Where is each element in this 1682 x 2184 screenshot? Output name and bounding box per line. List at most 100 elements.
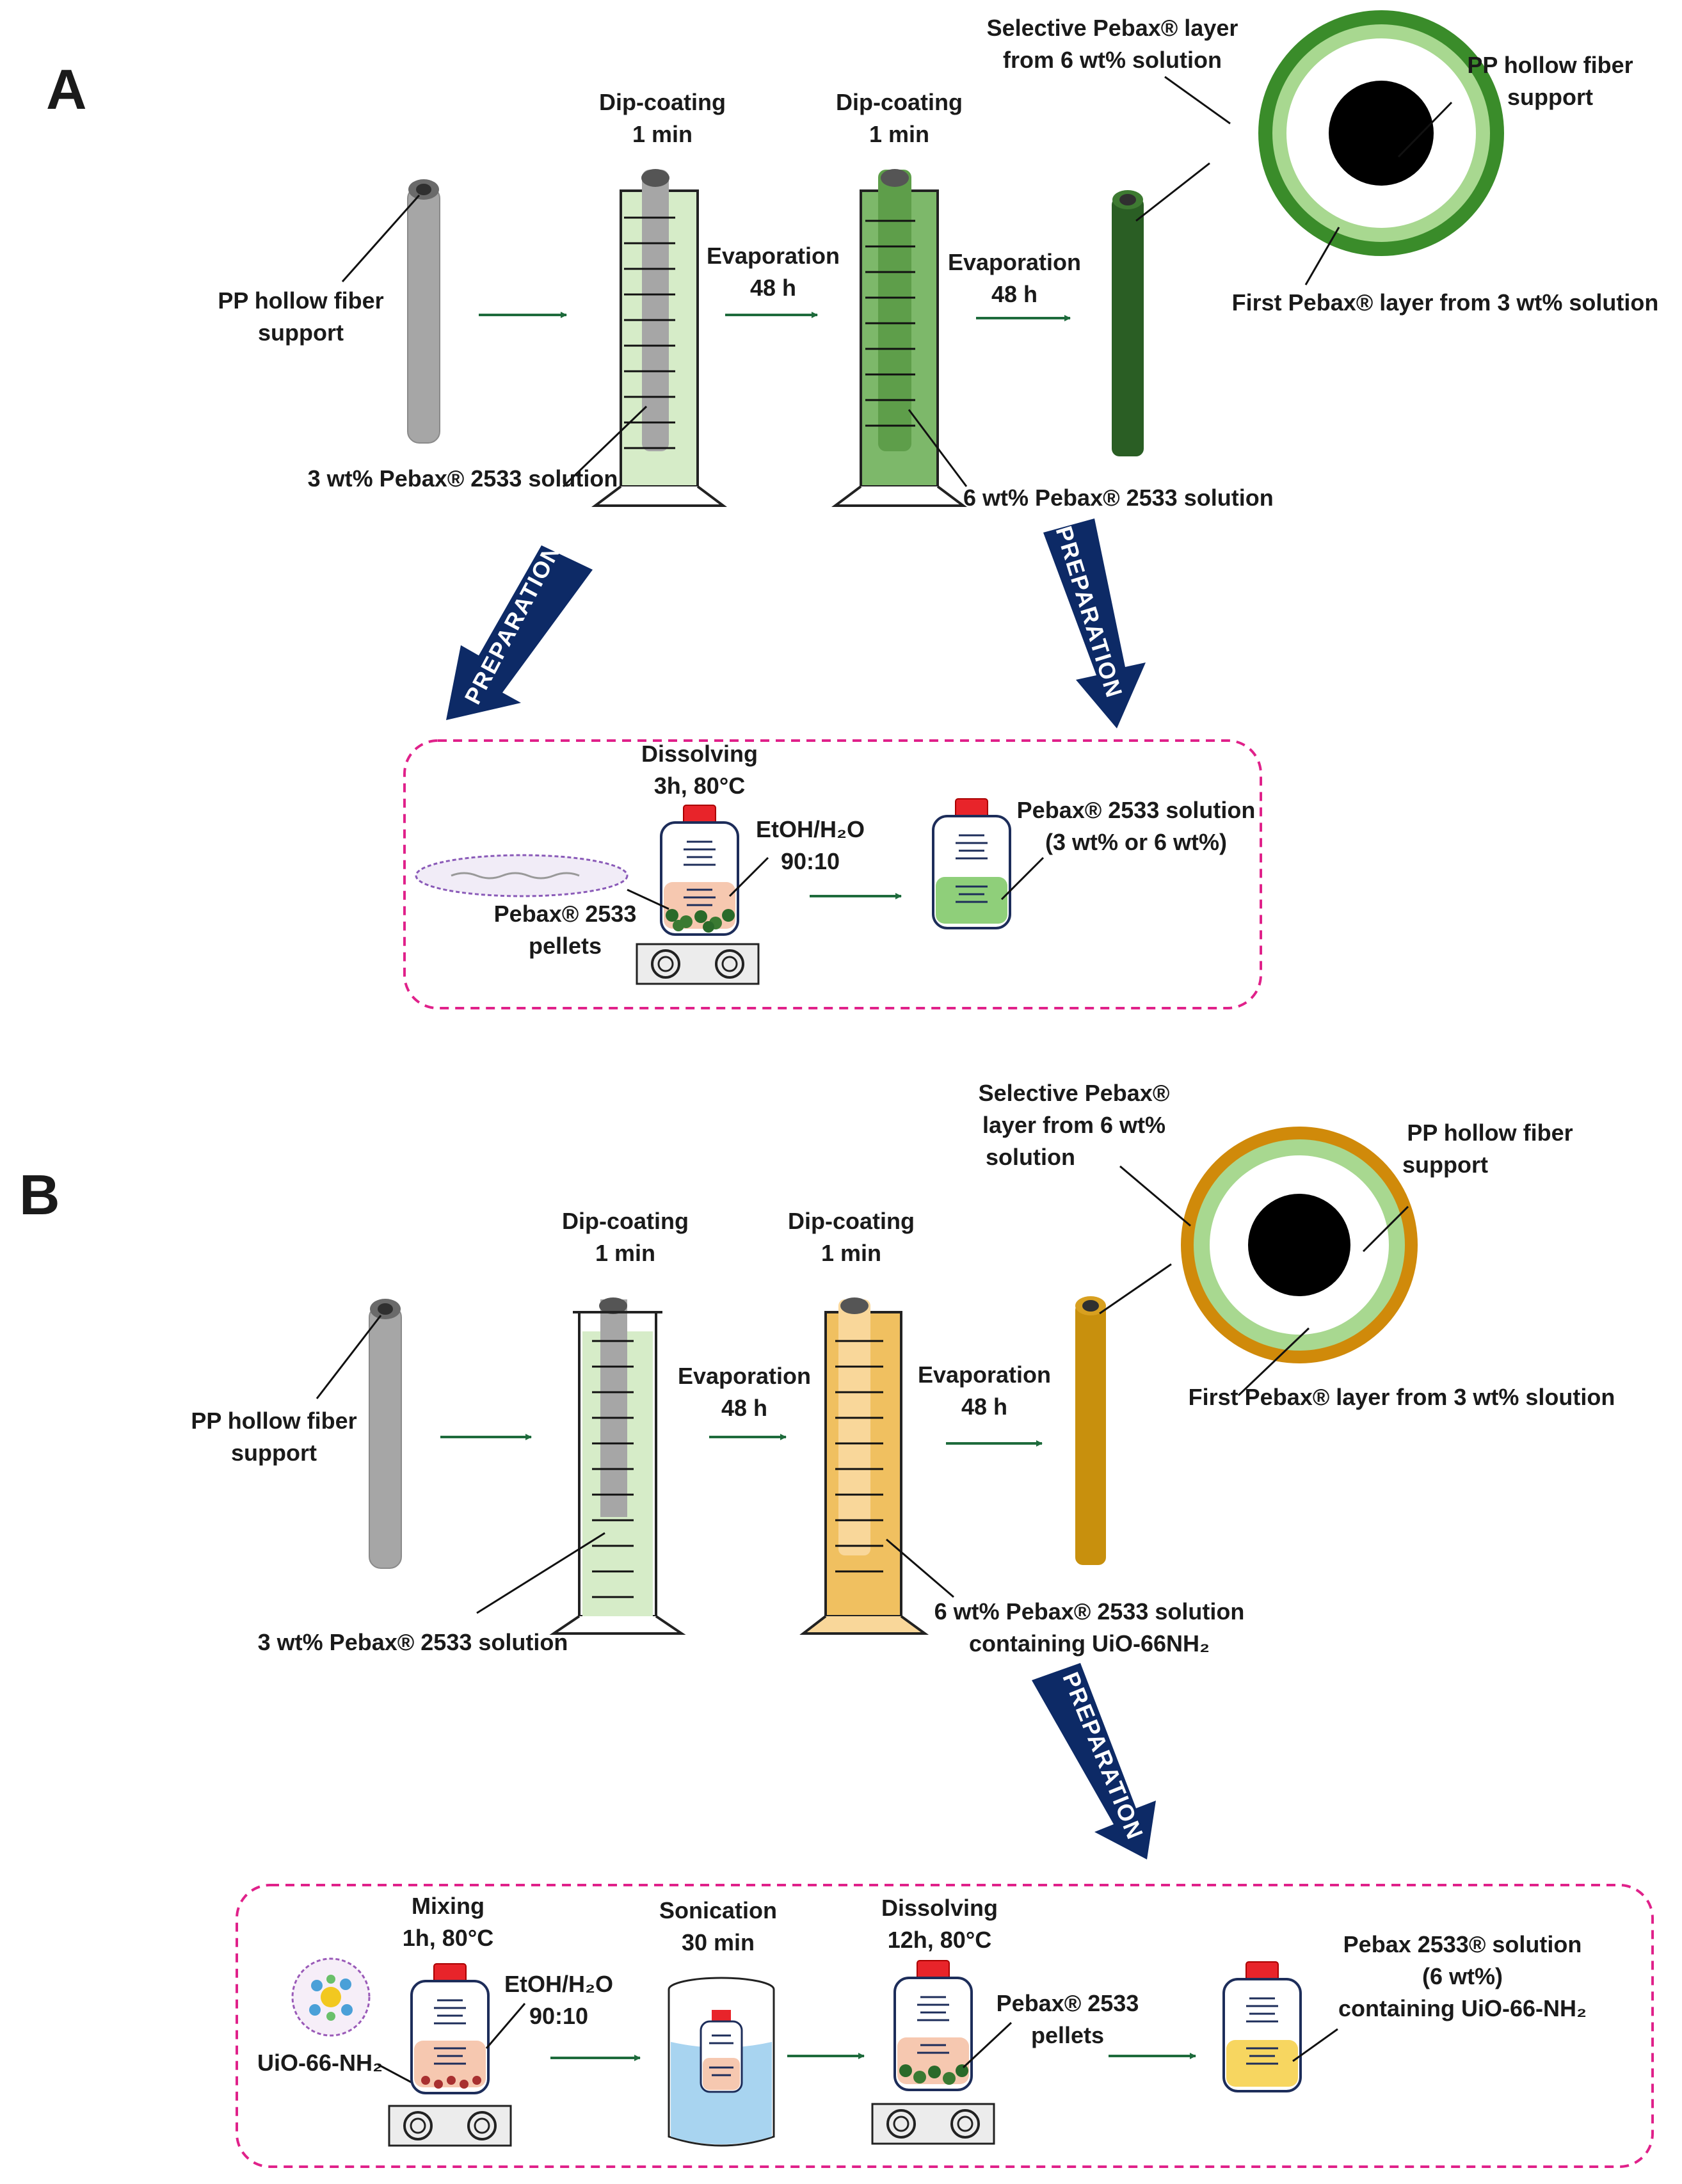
mixing-line2: 1h, 80°C: [403, 1925, 493, 1951]
selective-layer-leader: [1119, 1165, 1191, 1227]
graduated-cylinder-3wt: [591, 169, 727, 507]
solvent-line2: 90:10: [529, 2003, 588, 2029]
cross-support-leader: [1397, 101, 1453, 158]
solvent-line2: 90:10: [781, 848, 840, 874]
mixing-line1: Mixing: [412, 1893, 485, 1919]
panel-a-letter: A: [46, 58, 87, 121]
selective-layer-line2: from 6 wt% solution: [1003, 47, 1222, 73]
pellets-label-line1: Pebax® 2533: [494, 901, 637, 927]
dissolving-bottle: [893, 1959, 973, 2091]
support-label-line2: support: [231, 1440, 317, 1466]
solution2-line1: 6 wt% Pebax® 2533 solution: [934, 1598, 1245, 1625]
selective-layer-line3: solution: [986, 1144, 1075, 1170]
solution1-leader: [476, 1532, 605, 1614]
dissolving-line2: 3h, 80°C: [654, 773, 745, 799]
solution2-label: 6 wt% Pebax® 2533 solution: [963, 485, 1274, 511]
preparation-box-b: [236, 1884, 1654, 2168]
result-line1: Pebax 2533® solution: [1343, 1931, 1582, 1957]
pebax-solution-bottle: [932, 798, 1011, 929]
preparation-arrow-left: PREPARATION: [446, 538, 593, 720]
fiber-cross-section-a: [1258, 10, 1504, 256]
sonication-bath: [668, 1977, 775, 2147]
evaporation-1-line1: Evaporation: [678, 1363, 811, 1389]
support-label-line1: PP hollow fiber: [218, 287, 383, 314]
solution2-line2: containing UiO-66NH₂: [969, 1630, 1210, 1657]
first-layer-label: First Pebax® layer from 3 wt% sloution: [1189, 1384, 1615, 1410]
preparation-arrow-right: PREPARATION: [1043, 518, 1146, 728]
result-line3: containing UiO-66-NH₂: [1338, 1995, 1587, 2021]
evaporation-2-line1: Evaporation: [948, 249, 1081, 275]
preparation-arrow-b: PREPARATION: [1032, 1663, 1156, 1859]
evaporation-2-line2: 48 h: [961, 1393, 1007, 1420]
solution2-leader: [886, 1538, 954, 1598]
selective-layer-line1: Selective Pebax® layer: [987, 15, 1238, 41]
solution2-leader: [908, 409, 968, 487]
pellets-dish: [415, 854, 629, 897]
fiber-to-cross-leader: [1099, 1263, 1172, 1315]
sonication-line1: Sonication: [659, 1897, 777, 1923]
pellets-leader: [627, 888, 669, 910]
dip-coating-2-line1: Dip-coating: [836, 89, 963, 115]
graduated-cylinder-3wt: [549, 1297, 686, 1635]
graduated-cylinder-6wt: [831, 169, 967, 507]
solution1-leader: [562, 405, 648, 488]
first-layer-leader: [1304, 227, 1340, 285]
evaporation-1-line2: 48 h: [721, 1395, 767, 1421]
sonication-line2: 30 min: [682, 1929, 755, 1955]
cross-support-line1: PP hollow fiber: [1407, 1120, 1573, 1146]
solvent-leader: [485, 2003, 526, 2049]
selective-layer-line1: Selective Pebax®: [979, 1080, 1170, 1106]
pellets-line1: Pebax® 2533: [997, 1990, 1139, 2016]
solvent-line1: EtOH/H₂O: [756, 816, 865, 842]
result-line1: Pebax® 2533 solution: [1017, 797, 1256, 823]
dip-coating-2-line2: 1 min: [821, 1240, 881, 1266]
selective-layer-leader: [1164, 76, 1231, 125]
support-label-line2: support: [258, 319, 344, 346]
pellets-leader: [962, 2021, 1013, 2069]
evaporation-2-line2: 48 h: [991, 281, 1037, 307]
panel-b: B PP hollow fiber support: [19, 1080, 1654, 2168]
cross-support-line2: support: [1507, 84, 1593, 110]
result-leader: [1000, 856, 1045, 901]
dip-coating-1-line2: 1 min: [632, 121, 693, 147]
mof-label: UiO-66-NH₂: [257, 2050, 383, 2076]
first-layer-label: First Pebax® layer from 3 wt% solution: [1232, 289, 1659, 316]
panel-a: A PP hollow fiber support: [46, 10, 1659, 1009]
first-layer-leader: [1237, 1327, 1310, 1397]
result-line2: (3 wt% or 6 wt%): [1045, 829, 1227, 855]
fiber-cross-section-b: [1181, 1127, 1418, 1363]
solution1-label: 3 wt% Pebax® 2533 solution: [258, 1629, 568, 1655]
hot-plate: [388, 2105, 512, 2147]
solvent-leader: [728, 856, 769, 897]
evaporation-2-line1: Evaporation: [918, 1361, 1051, 1388]
uio-66-nh2-particle: [291, 1957, 371, 2037]
support-leader: [341, 195, 420, 282]
graduated-cylinder-6wt-mof: [799, 1297, 929, 1635]
evaporation-1-line1: Evaporation: [707, 243, 840, 269]
evaporation-1-line2: 48 h: [750, 275, 796, 301]
svg-text:PREPARATION: PREPARATION: [1057, 1668, 1148, 1843]
cross-support-leader: [1362, 1205, 1409, 1253]
hot-plate: [636, 943, 760, 985]
support-label-line1: PP hollow fiber: [191, 1408, 356, 1434]
solution1-label: 3 wt% Pebax® 2533 solution: [308, 465, 618, 492]
pp-hollow-fiber: [369, 1299, 402, 1569]
dissolving-bottle: [660, 804, 739, 936]
dip-coating-2-line1: Dip-coating: [788, 1208, 915, 1234]
cross-support-line1: PP hollow fiber: [1467, 52, 1633, 78]
pellets-line2: pellets: [1031, 2022, 1104, 2048]
dissolving-line1: Dissolving: [641, 741, 758, 767]
dip-coating-1-line2: 1 min: [595, 1240, 655, 1266]
panel-b-letter: B: [19, 1163, 60, 1226]
dip-coating-2-line2: 1 min: [869, 121, 929, 147]
final-solution-bottle: [1222, 1961, 1302, 2092]
preparation-box-a: [403, 739, 1262, 1009]
solvent-line1: EtOH/H₂O: [504, 1971, 613, 1997]
coated-fiber-green: [1112, 190, 1144, 456]
dissolving-line2: 12h, 80°C: [888, 1927, 991, 1953]
dip-coating-1-line1: Dip-coating: [562, 1208, 689, 1234]
dissolving-line1: Dissolving: [881, 1895, 998, 1921]
result-leader: [1292, 2028, 1338, 2062]
fiber-to-cross-leader: [1135, 162, 1210, 222]
